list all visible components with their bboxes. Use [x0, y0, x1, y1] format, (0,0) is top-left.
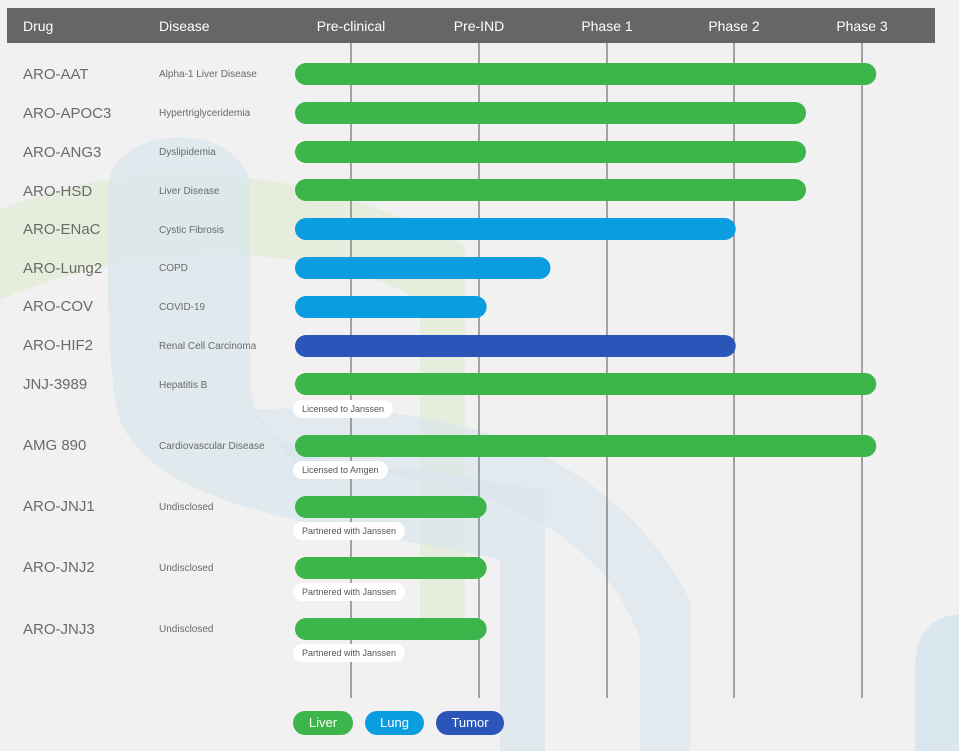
pipeline-bar: [295, 63, 877, 85]
pipeline-bar: [295, 141, 806, 163]
partner-note: Partnered with Janssen: [293, 522, 406, 540]
header-stage-phase1: Phase 1: [581, 18, 633, 34]
disease-label: COVID-19: [159, 302, 206, 313]
disease-label: Cardiovascular Disease: [159, 441, 265, 452]
drug-label: ARO-ENaC: [23, 221, 101, 238]
header-stage-preind: Pre-IND: [453, 18, 505, 34]
bar-series: [295, 63, 877, 640]
pipeline-bar: [295, 102, 806, 124]
disease-label: Undisclosed: [159, 563, 214, 574]
drug-label: ARO-JNJ3: [23, 621, 95, 638]
pipeline-bar: [295, 179, 806, 201]
pipeline-bar: [295, 373, 877, 395]
disease-label: Renal Cell Carcinoma: [159, 341, 257, 352]
disease-label: Liver Disease: [159, 186, 220, 197]
license-note: Licensed to Amgen: [293, 461, 388, 479]
header-drug: Drug: [23, 18, 54, 34]
header-stage-phase2: Phase 2: [708, 18, 760, 34]
disease-label: Dyslipidemia: [159, 147, 216, 158]
drug-label: ARO-AAT: [23, 66, 89, 83]
table-header: [7, 8, 935, 43]
disease-label: Undisclosed: [159, 624, 214, 635]
drug-label: ARO-APOC3: [23, 105, 112, 122]
disease-label: Cystic Fibrosis: [159, 225, 225, 236]
header-stage-phase3: Phase 3: [836, 18, 888, 34]
legend-tumor: Tumor: [436, 711, 504, 735]
drug-label: ARO-HSD: [23, 183, 93, 200]
pipeline-bar: [295, 557, 487, 579]
legend-lung: Lung: [365, 711, 424, 735]
disease-label: Hepatitis B: [159, 380, 208, 391]
drug-label: ARO-Lung2: [23, 260, 103, 277]
pipeline-bar: [295, 335, 736, 357]
legend-liver: Liver: [293, 711, 353, 735]
header-stage-preclinical: Pre-clinical: [316, 18, 386, 34]
drug-label: AMG 890: [23, 437, 87, 454]
license-note: Licensed to Janssen: [293, 400, 394, 418]
partner-note: Partnered with Janssen: [293, 583, 406, 601]
pipeline-bar: [295, 218, 736, 240]
pipeline-bar: [295, 296, 487, 318]
disease-label: COPD: [159, 263, 188, 274]
drug-label: ARO-JNJ1: [23, 498, 95, 515]
pipeline-bar: [295, 257, 551, 279]
pipeline-bar: [295, 435, 877, 457]
drug-label: ARO-JNJ2: [23, 559, 95, 576]
disease-label: Alpha-1 Liver Disease: [159, 69, 257, 80]
disease-label: Hypertriglyceridemia: [159, 108, 251, 119]
disease-label: Undisclosed: [159, 502, 214, 513]
drug-label: JNJ-3989: [23, 376, 88, 393]
drug-label: ARO-COV: [23, 298, 94, 315]
partner-note: Partnered with Janssen: [293, 644, 406, 662]
pipeline-bar: [295, 496, 487, 518]
header-disease: Disease: [159, 18, 210, 34]
drug-label: ARO-ANG3: [23, 144, 102, 161]
drug-label: ARO-HIF2: [23, 337, 94, 354]
pipeline-bar: [295, 618, 487, 640]
